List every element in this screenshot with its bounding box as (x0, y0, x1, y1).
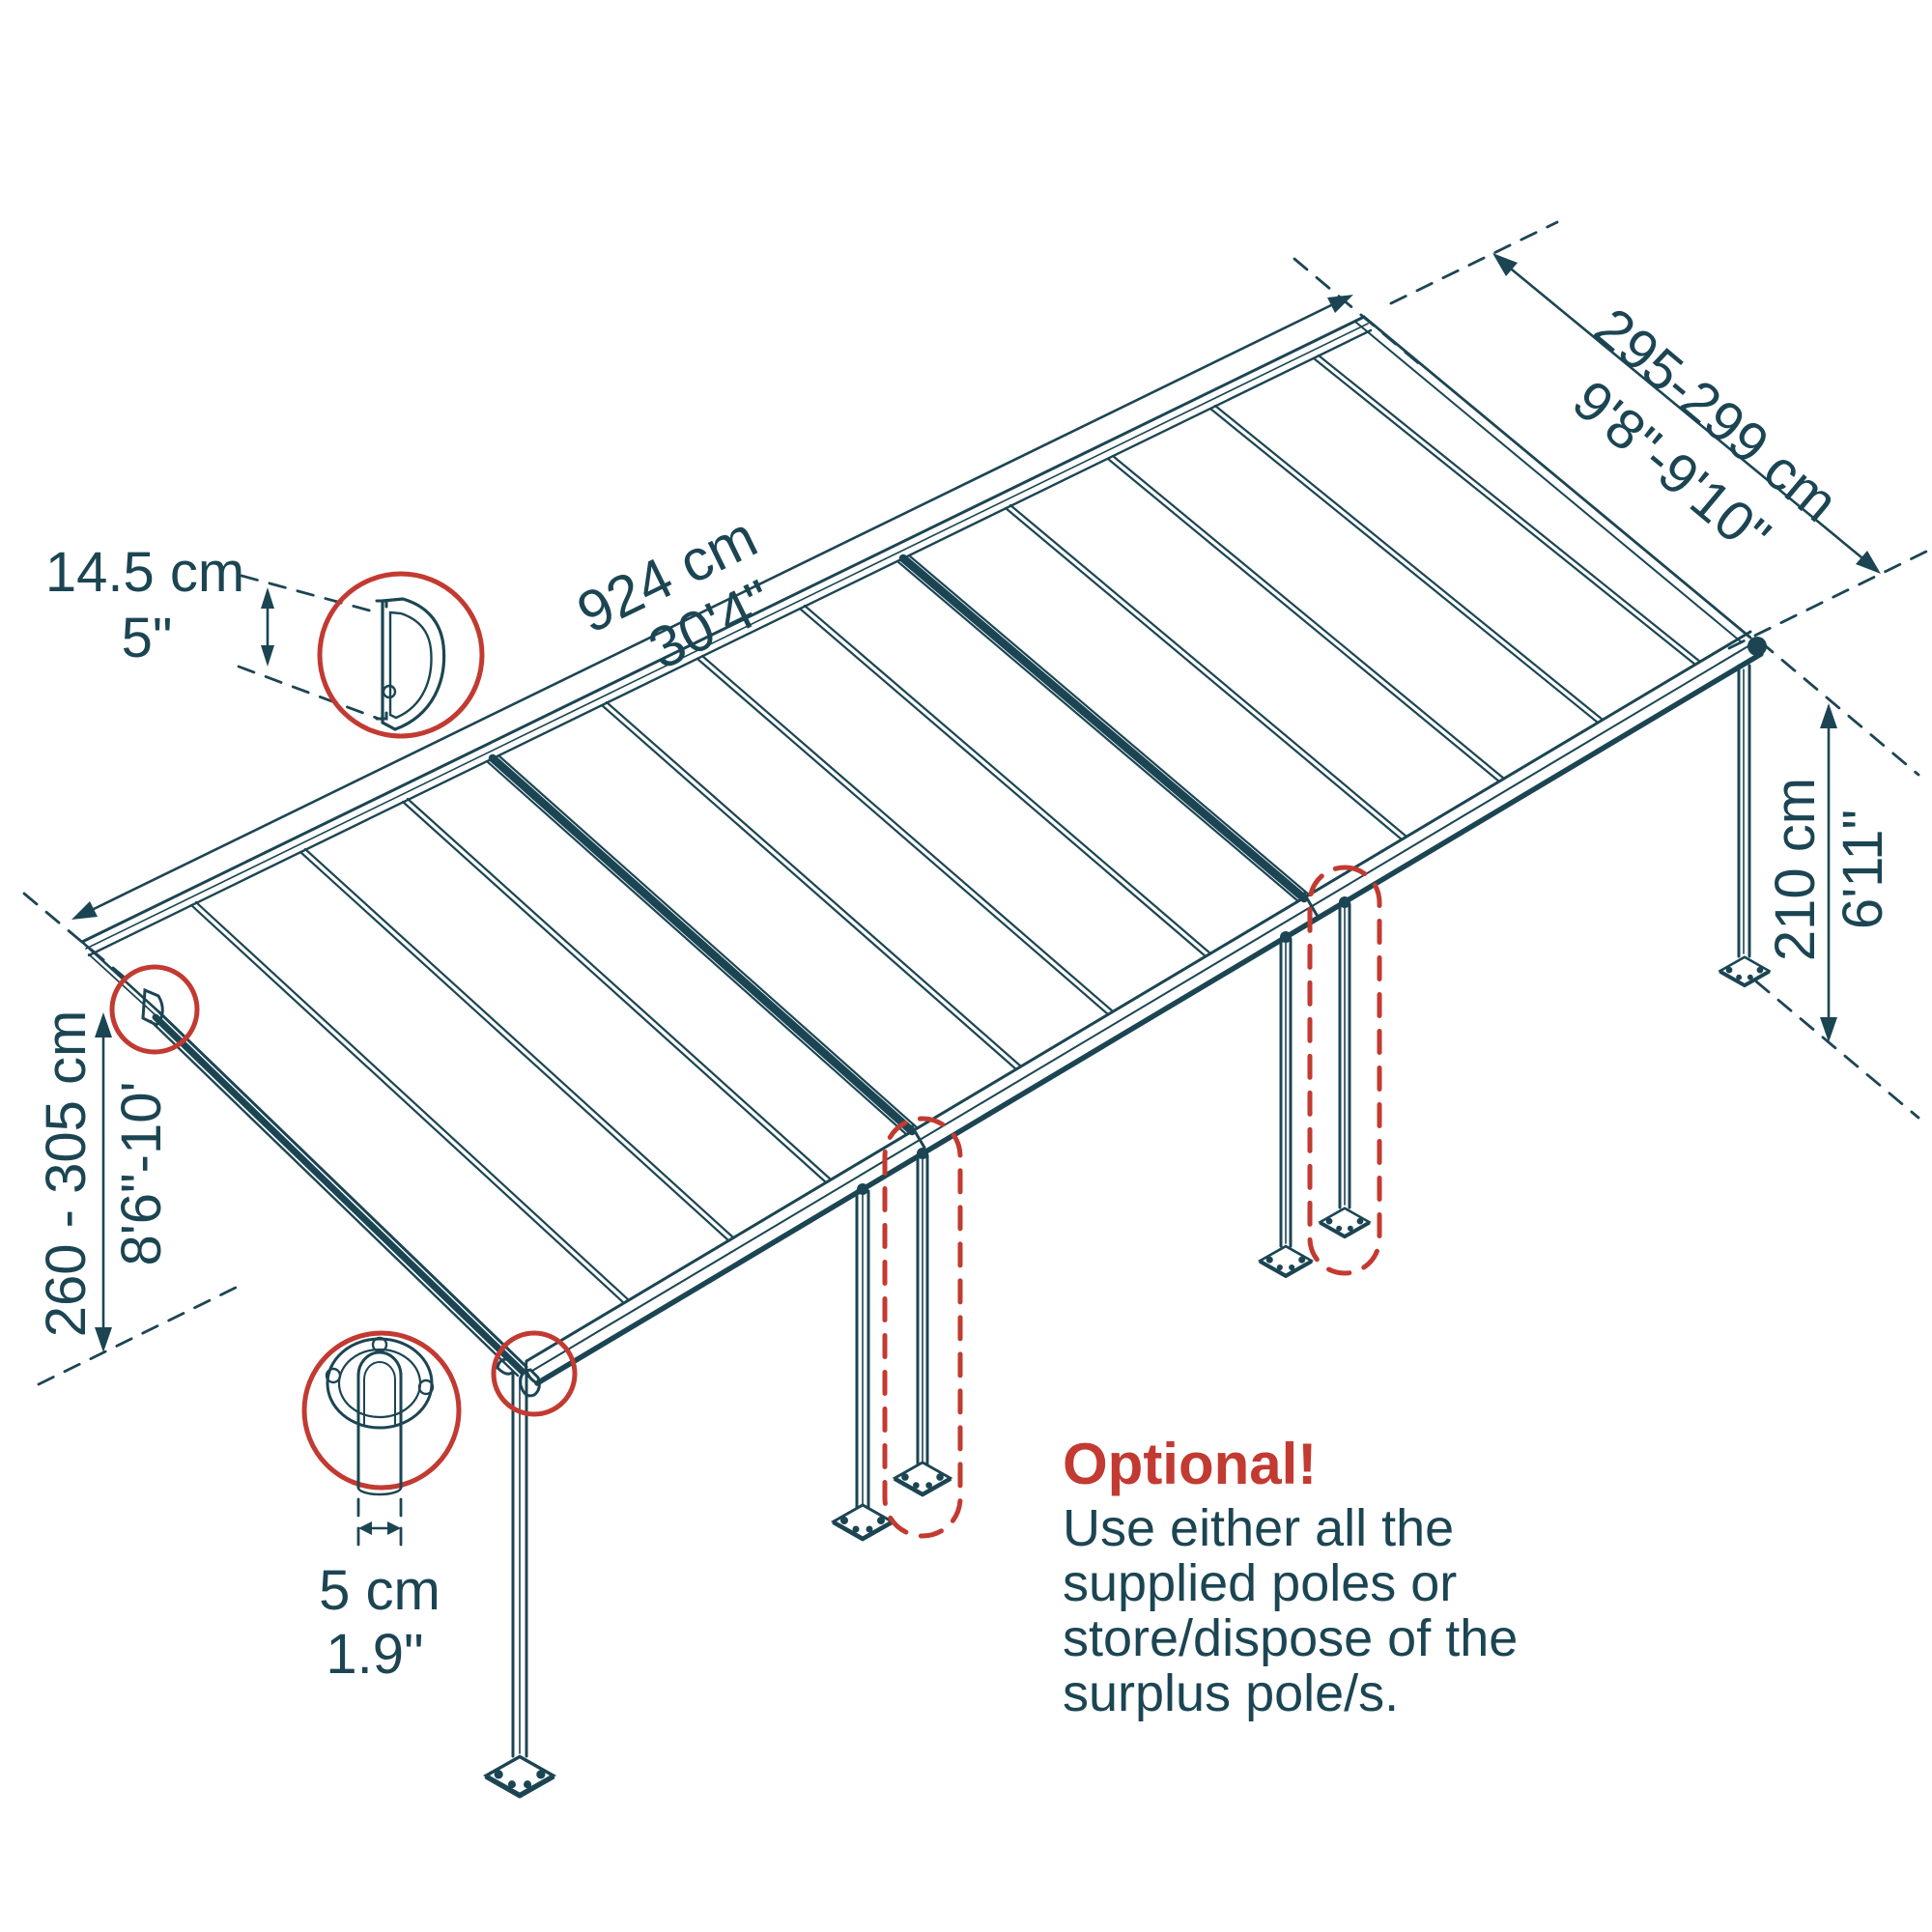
detail-circle-profile (317, 571, 485, 739)
dimension-post-height-arrow (1820, 703, 1837, 1042)
post-right-corner (1737, 664, 1751, 958)
highlight-circle-post-joint (491, 1330, 578, 1417)
roof-left-edge (80, 940, 161, 1015)
pole-diameter-imperial: 1.9" (326, 1623, 423, 1686)
dimension-depth-arrow (1492, 253, 1881, 574)
dimension-wall-height-arrow (95, 1012, 112, 1352)
construction-guides (22, 220, 1932, 1559)
dimension-labels: 924 cm 30'4" 295-299 cm 9'8"-9'10" 210 c… (35, 296, 1894, 1686)
roof-right-edge (1354, 315, 1752, 643)
dimension-pole-diameter-arrow (358, 1521, 401, 1535)
wall-height-imperial: 8'6"-10' (110, 1081, 173, 1265)
posts (484, 664, 1771, 1799)
optional-pole-highlights (882, 865, 1382, 1539)
dimension-profile-height-arrow (261, 587, 274, 667)
base-plate-optional-right (1319, 1207, 1371, 1239)
optional-note-line-2: supplied poles or (1063, 1554, 1457, 1612)
dimension-wall-height-label: 260 - 305 cm 8'6"-10' (35, 1010, 173, 1338)
gutter-end-cap (141, 987, 164, 1027)
optional-pole-right (1338, 896, 1351, 1209)
optional-note-line-4: surplus pole/s. (1063, 1664, 1399, 1722)
post-height-metric: 210 cm (1764, 778, 1827, 961)
dimension-length-arrow (71, 295, 1353, 920)
profile-height-imperial: 5" (122, 607, 173, 669)
gutter-right-cap (1747, 637, 1767, 656)
optional-note-line-1: Use either all the (1063, 1499, 1454, 1557)
optional-pole-middle (916, 1148, 929, 1465)
gutter-profile-detail (375, 597, 446, 731)
base-plate-right-middle (1259, 1244, 1313, 1279)
side-rafter (141, 987, 528, 1378)
optional-highlight-right (1307, 865, 1382, 1276)
roof (80, 315, 1767, 1386)
post-front-left (511, 1372, 528, 1758)
highlight-circle-gutter-cap (109, 964, 200, 1055)
dimension-profile-height-label: 14.5 cm 5" (45, 541, 244, 669)
wall-profile-bar (80, 315, 1373, 957)
dimension-pole-diameter-label: 5 cm 1.9" (319, 1559, 440, 1686)
post-height-imperial: 6'11" (1832, 810, 1894, 929)
detail-circle-pole-top (301, 1330, 462, 1491)
gutter-bar (525, 630, 1767, 1386)
post-right-middle (1279, 931, 1293, 1248)
optional-highlight-middle (882, 1116, 963, 1539)
base-plate-right-corner (1719, 955, 1771, 988)
roof-joint-rafters (485, 554, 1312, 1136)
optional-note-heading: Optional! (1063, 1432, 1317, 1496)
base-plate-middle (832, 1503, 894, 1542)
dimension-graphics (71, 253, 1881, 1535)
optional-note-line-3: store/dispose of the (1063, 1609, 1518, 1667)
dimension-depth-label: 295-299 cm 9'8"-9'10" (1561, 296, 1850, 568)
wall-height-metric: 260 - 305 cm (35, 1010, 98, 1338)
base-plate-front-left (484, 1754, 555, 1799)
profile-height-metric: 14.5 cm (45, 541, 244, 604)
post-joint-detail (496, 1357, 541, 1398)
pole-top-detail (325, 1336, 435, 1496)
optional-note: Optional! Use either all the supplied po… (1063, 1432, 1518, 1722)
dimension-post-height-label: 210 cm 6'11" (1764, 778, 1894, 961)
base-plate-optional-middle (894, 1461, 952, 1497)
dimension-length-label: 924 cm 30'4" (567, 504, 782, 682)
post-middle (855, 1183, 870, 1509)
roof-panel-lines (189, 354, 1702, 1305)
pole-diameter-metric: 5 cm (319, 1559, 440, 1622)
detail-circles (109, 571, 578, 1496)
